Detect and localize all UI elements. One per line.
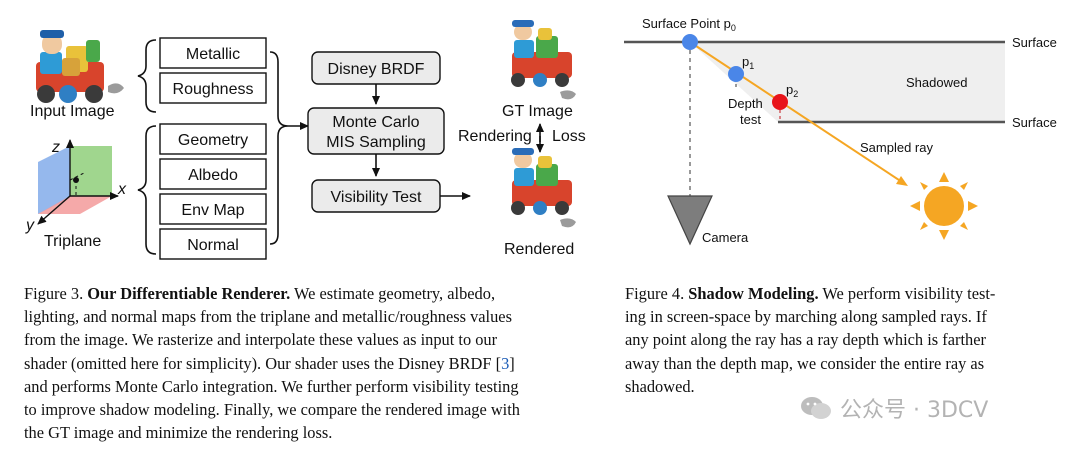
geometry-box bbox=[159, 123, 267, 155]
point-p2 bbox=[772, 94, 788, 110]
roughness-label: Roughness bbox=[173, 81, 254, 98]
normal-box bbox=[159, 228, 267, 260]
caption3-prefix: Figure 3. bbox=[24, 284, 88, 303]
merge-bracket bbox=[269, 51, 289, 245]
metallic-label: Metallic bbox=[186, 46, 240, 63]
rendered-label: Rendered bbox=[504, 241, 574, 258]
figure-4-caption: Figure 4. Shadow Modeling. We perform vi… bbox=[625, 282, 1065, 398]
disney-brdf-label: Disney BRDF bbox=[328, 61, 425, 78]
surface-bottom-label: Surface bbox=[1012, 115, 1057, 130]
albedo-label: Albedo bbox=[188, 167, 238, 184]
normal-label: Normal bbox=[187, 237, 239, 254]
rendered-toy-train bbox=[511, 148, 576, 228]
caption4-line-1: Figure 4. Shadow Modeling. We perform vi… bbox=[625, 282, 1065, 305]
watermark-text: 公众号 · 3DCV bbox=[840, 398, 989, 423]
roughness-box bbox=[159, 72, 267, 104]
caption4-line-3: any point along the ray has a ray depth … bbox=[625, 330, 986, 350]
citation-link[interactable]: 3 bbox=[501, 353, 510, 373]
depth-test-label-2: test bbox=[740, 112, 761, 127]
figure-4-diagram: Surface Surface Shadowed Sampled ray Sur… bbox=[610, 0, 1080, 270]
rendering-loss-right: Loss bbox=[552, 128, 586, 145]
caption3-line-4-text: shader (omitted here for simplicity). Ou… bbox=[24, 353, 502, 373]
triplane-label: Triplane bbox=[44, 233, 101, 250]
surface-point-label: Surface Point p0 bbox=[642, 16, 736, 33]
caption4-title: Shadow Modeling. bbox=[688, 284, 819, 303]
surface-point-p0 bbox=[682, 34, 698, 50]
p1-label: p1 bbox=[742, 54, 754, 71]
shadowed-label: Shadowed bbox=[906, 75, 967, 90]
caption3-line-5: and performs Monte Carlo integration. We… bbox=[24, 376, 519, 396]
watermark: 公众号 · 3DCV bbox=[800, 392, 1070, 424]
sampled-ray-line bbox=[689, 41, 906, 185]
axis-z-label: z bbox=[51, 139, 60, 156]
triplane-cube bbox=[37, 139, 119, 225]
input-image-toy-train bbox=[36, 30, 124, 103]
caption3-line-2: lighting, and normal maps from the tripl… bbox=[24, 307, 512, 327]
camera-label: Camera bbox=[702, 230, 749, 245]
caption4-line-2: ing in screen-space by marching along sa… bbox=[625, 307, 987, 327]
caption3-line-4: shader (omitted here for simplicity). Ou… bbox=[24, 352, 599, 375]
caption3-title: Our Differentiable Renderer. bbox=[87, 284, 291, 303]
p2-label: p2 bbox=[786, 82, 798, 99]
caption4-line-4: away than the depth map, we consider the… bbox=[625, 353, 985, 373]
env-map-label: Env Map bbox=[181, 202, 244, 219]
camera-icon bbox=[667, 195, 713, 246]
caption4-prefix: Figure 4. bbox=[625, 284, 689, 303]
brace-top bbox=[137, 39, 157, 113]
sampled-ray-label: Sampled ray bbox=[860, 140, 933, 155]
caption3-line-4-after: ] bbox=[509, 353, 515, 373]
input-image-label: Input Image bbox=[30, 103, 115, 120]
caption3-line-3: from the image. We rasterize and interpo… bbox=[24, 330, 498, 350]
monte-carlo-label-1: Monte Carlo bbox=[332, 114, 419, 131]
rendering-loss-left: Rendering bbox=[458, 128, 532, 145]
point-p1 bbox=[728, 66, 744, 82]
sampled-ray-arrowhead bbox=[896, 176, 908, 186]
wechat-icon bbox=[801, 397, 831, 419]
caption3-rest: We estimate geometry, albedo, bbox=[290, 284, 496, 303]
caption3-line-1: Figure 3. Our Differentiable Renderer. W… bbox=[24, 282, 599, 305]
caption4-line-5: shadowed. bbox=[625, 376, 695, 396]
brace-bottom bbox=[137, 125, 157, 255]
metallic-box bbox=[159, 37, 267, 69]
gt-image-toy-train bbox=[511, 20, 576, 100]
caption4-rest: We perform visibility test- bbox=[818, 284, 996, 303]
caption3-line-6: to improve shadow modeling. Finally, we … bbox=[24, 400, 520, 420]
visibility-test-label: Visibility Test bbox=[331, 189, 423, 206]
shadowed-region bbox=[690, 42, 1005, 122]
geometry-label: Geometry bbox=[178, 132, 248, 149]
caption3-line-7: the GT image and minimize the rendering … bbox=[24, 423, 333, 443]
axis-x-label: x bbox=[117, 181, 127, 198]
figure-3-diagram: Input Image z x y Triplane Metallic Roug… bbox=[0, 0, 610, 270]
figure-3-caption: Figure 3. Our Differentiable Renderer. W… bbox=[24, 282, 599, 444]
albedo-box bbox=[159, 158, 267, 190]
axis-y-label: y bbox=[25, 217, 35, 234]
depth-test-label-1: Depth bbox=[728, 96, 763, 111]
env-map-box bbox=[159, 193, 267, 225]
surface-top-label: Surface bbox=[1012, 35, 1057, 50]
sun-icon bbox=[910, 172, 978, 240]
gt-image-label: GT Image bbox=[502, 103, 573, 120]
monte-carlo-label-2: MIS Sampling bbox=[326, 134, 426, 151]
